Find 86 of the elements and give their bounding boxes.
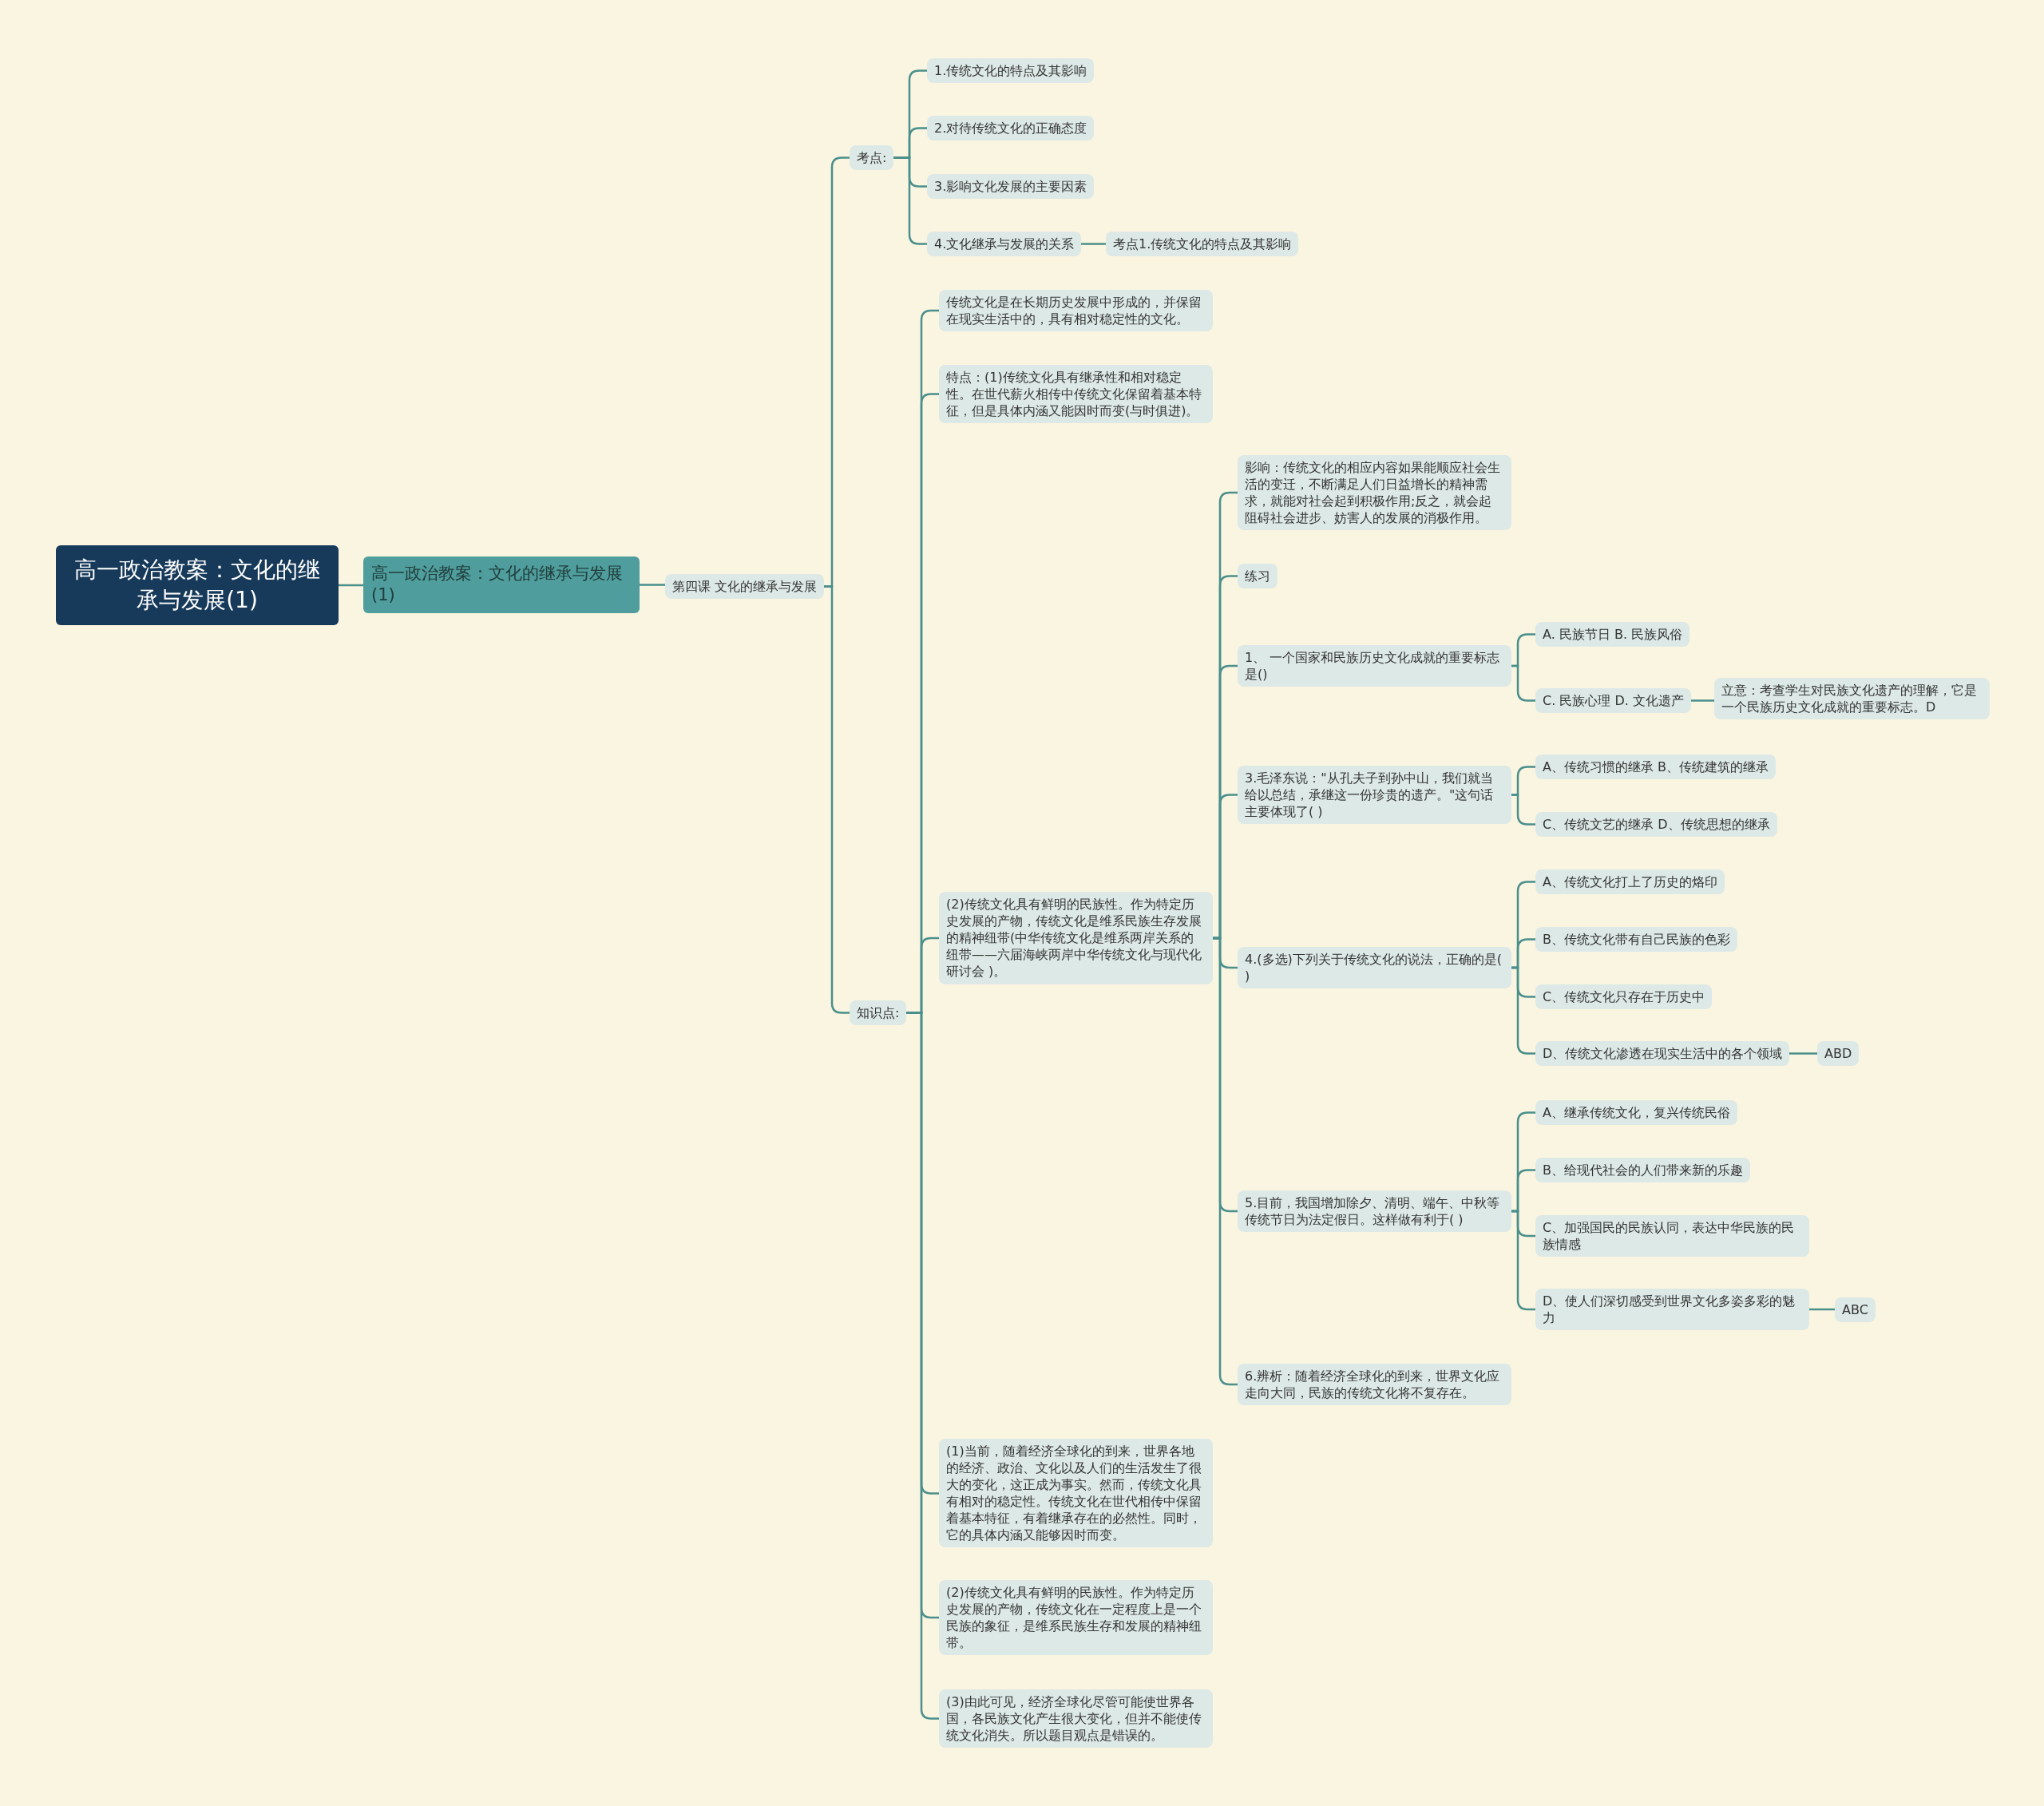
topic-box bbox=[1835, 1297, 1876, 1322]
topic-box bbox=[939, 1689, 1213, 1748]
topic-box bbox=[1535, 1099, 1737, 1125]
topic-text: 4.文化继承与发展的关系 bbox=[934, 235, 1075, 252]
topic-box bbox=[1535, 1040, 1790, 1066]
topic-box bbox=[1238, 563, 1278, 588]
connector-line bbox=[1691, 699, 1714, 702]
central-topic-box bbox=[56, 545, 339, 625]
topic-text: A、传统文化打上了历史的烙印 bbox=[1543, 873, 1717, 890]
topic-box bbox=[927, 115, 1095, 141]
connector-line bbox=[1789, 1052, 1817, 1055]
topic-text: 高一政治教案：文化的继承与发展(1) bbox=[371, 562, 624, 607]
topic-box bbox=[1535, 687, 1691, 713]
topic-text: A、继承传统文化，复兴传统民俗 bbox=[1543, 1103, 1730, 1121]
topic-text: 5.目前，我国增加除夕、清明、端午、中秋等传统节日为法定假日。这样做有利于( ) bbox=[1245, 1194, 1501, 1229]
topic-text: 2.对待传统文化的正确态度 bbox=[934, 119, 1087, 137]
topic-text: 考点: bbox=[857, 149, 887, 166]
topic-text: 特点：(1)传统文化具有继承性和相对稳定性。在世代薪火相传中传统文化保留着基本特征，但是具体内涵又能因时而变(与时俱进)。 bbox=[946, 368, 1202, 419]
topic-box bbox=[1535, 754, 1776, 779]
connector-line bbox=[1511, 1210, 1535, 1311]
topic-text: 知识点: bbox=[857, 1004, 900, 1021]
topic-text: 1.传统文化的特点及其影响 bbox=[934, 61, 1087, 79]
topic-text: (3)由此可见，经济全球化尽管可能使世界各国，各民族文化产生很大变化，但并不能使传统文化消失。所以题目观点是错误的。 bbox=[946, 1693, 1202, 1744]
topic-box bbox=[939, 364, 1213, 423]
topic-text: B、传统文化带有自己民族的色彩 bbox=[1543, 930, 1730, 948]
topic-text: 练习 bbox=[1245, 567, 1270, 584]
connector-line bbox=[1511, 794, 1535, 826]
topic-box bbox=[850, 1000, 907, 1025]
topic-box bbox=[1535, 1157, 1750, 1182]
connector-line bbox=[1809, 1308, 1835, 1311]
topic-text: 传统文化是在长期历史发展中形成的，并保留在现实生活中的，具有相对稳定性的文化。 bbox=[946, 294, 1202, 328]
topic-box bbox=[1238, 455, 1511, 531]
topic-text: ABD bbox=[1824, 1044, 1852, 1062]
topic-box bbox=[1535, 811, 1777, 837]
topic-text: A、传统习惯的继承 B、传统建筑的继承 bbox=[1543, 758, 1769, 775]
topic-box bbox=[1238, 1190, 1511, 1233]
topic-box bbox=[927, 231, 1082, 256]
topic-text: D、传统文化渗透在现实生活中的各个领域 bbox=[1543, 1044, 1783, 1062]
main-topic-box bbox=[363, 556, 640, 613]
topic-box bbox=[927, 57, 1095, 83]
topic-text: B、给现代社会的人们带来新的乐趣 bbox=[1543, 1161, 1743, 1178]
topic-text: ABC bbox=[1842, 1301, 1868, 1318]
topic-box bbox=[1535, 1215, 1809, 1257]
topic-text: (2)传统文化具有鲜明的民族性。作为特定历史发展的产物，传统文化在一定程度上是一个民族的象征，是维系民族生存和发展的精神纽带。 bbox=[946, 1584, 1202, 1652]
topic-text: 立意：考查学生对民族文化遗产的理解，它是一个民族历史文化成就的重要标志。D bbox=[1721, 682, 1978, 716]
topic-text: 高一政治教案：文化的继承与发展(1) bbox=[73, 556, 321, 615]
topic-box bbox=[1535, 869, 1725, 894]
topic-text: 影响：传统文化的相应内容如果能顺应社会生活的变迁，不断满足人们日益增长的精神需求，就能对社会起到积极作用;反之，就会起阻碍社会进步、妨害人的发展的消极作用。 bbox=[1245, 459, 1501, 527]
topic-text: C. 民族心理 D. 文化遗产 bbox=[1543, 691, 1684, 709]
topic-text: (1)当前，随着经济全球化的到来，世界各地的经济、政治、文化以及人们的生活发生了很大的变化，这正成为事实。然而，传统文化具有相对的稳定性。传统文化在世代相传中保留着基本特征，有着继承存在的必然性。同时，它的具体内涵又能够因时而变。 bbox=[946, 1442, 1202, 1544]
topic-box bbox=[1238, 1364, 1511, 1406]
topic-box bbox=[665, 573, 825, 599]
topic-box bbox=[1535, 1289, 1809, 1331]
connector-line bbox=[640, 584, 665, 586]
topic-box bbox=[1106, 231, 1299, 256]
topic-box bbox=[1238, 947, 1511, 989]
topic-box bbox=[1238, 645, 1511, 687]
connector-line bbox=[1511, 664, 1535, 702]
topic-box bbox=[1535, 926, 1737, 952]
topic-text: 1、 一个国家和民族历史文化成就的重要标志是() bbox=[1245, 649, 1501, 683]
topic-text: 4.(多选)下列关于传统文化的说法，正确的是( ) bbox=[1245, 951, 1503, 985]
connector-line bbox=[1081, 243, 1106, 245]
topic-text: C、传统文化只存在于历史中 bbox=[1543, 988, 1705, 1005]
topic-box bbox=[939, 1580, 1213, 1656]
topic-text: 3.影响文化发展的主要因素 bbox=[934, 177, 1087, 195]
topic-text: 第四课 文化的继承与发展 bbox=[672, 577, 818, 595]
topic-text: D、使人们深切感受到世界文化多姿多彩的魅力 bbox=[1543, 1293, 1796, 1327]
topic-box bbox=[1535, 984, 1713, 1009]
connector-line bbox=[339, 584, 363, 587]
topic-box bbox=[850, 145, 894, 170]
topic-text: C、传统文艺的继承 D、传统思想的继承 bbox=[1543, 815, 1770, 833]
connector-line bbox=[1213, 937, 1238, 1386]
topic-text: 3.毛泽东说："从孔夫子到孙中山，我们就当给以总结，承继这一份珍贵的遗产。"这句话主要体现了( ) bbox=[1245, 769, 1495, 820]
topic-box bbox=[1238, 765, 1511, 824]
topic-box bbox=[1714, 678, 1990, 720]
connector-line bbox=[824, 585, 850, 1014]
topic-text: A. 民族节日 B. 民族风俗 bbox=[1543, 625, 1683, 643]
topic-box bbox=[939, 290, 1213, 332]
topic-text: (2)传统文化具有鲜明的民族性。作为特定历史发展的产物，传统文化是维系民族生存发展的精神纽带(中华传统文化是维系两岸关系的纽带——六届海峡两岸中华传统文化与现代化研讨会 )。 bbox=[946, 896, 1202, 980]
connector-line bbox=[1511, 966, 1535, 1055]
topic-text: 考点1.传统文化的特点及其影响 bbox=[1113, 235, 1292, 252]
topic-box bbox=[1817, 1040, 1860, 1066]
topic-text: C、加强国民的民族认同，表达中华民族的民族情感 bbox=[1543, 1219, 1796, 1254]
topic-box bbox=[927, 173, 1095, 199]
topic-box bbox=[1535, 621, 1690, 647]
topic-text: 6.辨析：随着经济全球化的到来，世界文化应走向大同，民族的传统文化将不复存在。 bbox=[1245, 1368, 1501, 1402]
